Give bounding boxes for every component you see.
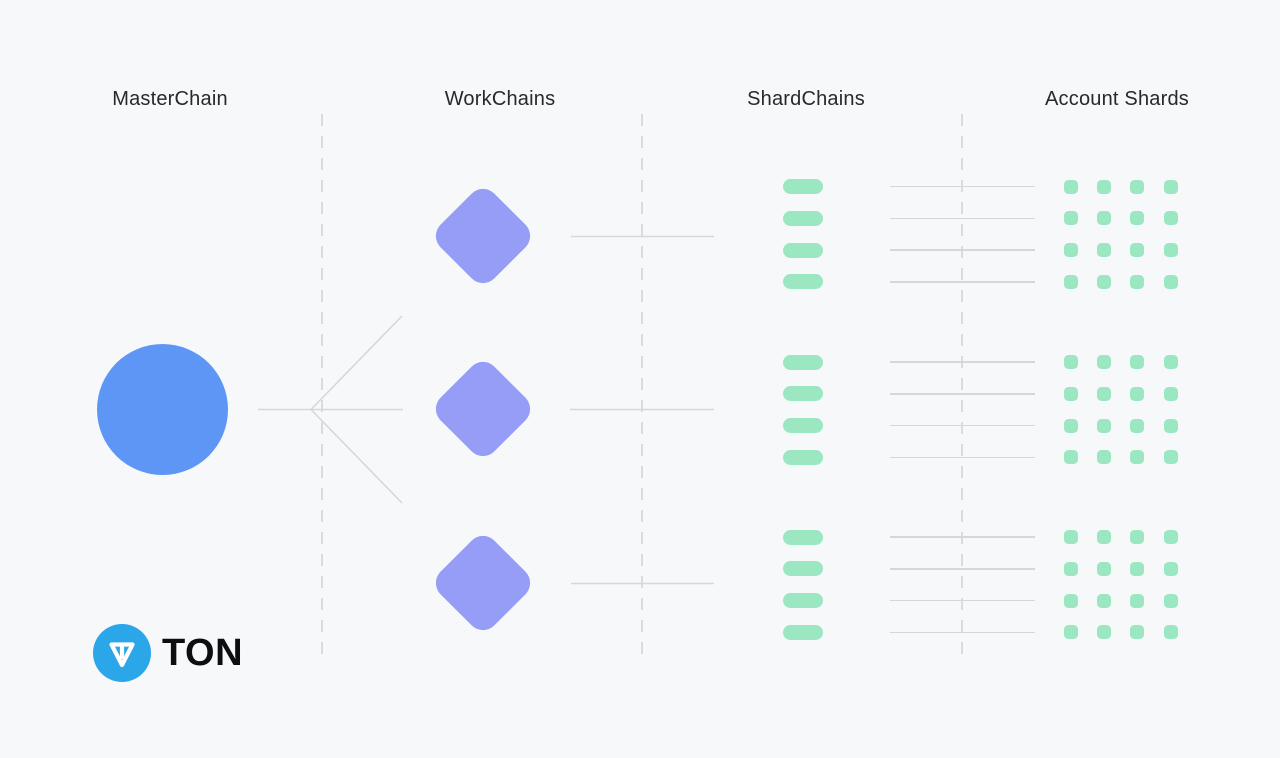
column-title-account-shards: Account Shards	[1045, 88, 1189, 110]
account-shard-cell	[1064, 418, 1078, 433]
masterchain-fork-lines	[258, 315, 403, 504]
account-shard-cell	[1064, 561, 1078, 576]
account-shard-cell	[1064, 211, 1078, 226]
account-shard-cell	[1064, 530, 1078, 544]
column-title-shardchains: ShardChains	[747, 88, 865, 110]
account-shard-cell	[1097, 386, 1112, 401]
account-shard-cell	[1163, 561, 1178, 576]
account-shard-cell	[1163, 274, 1178, 289]
column-title-masterchain: MasterChain	[112, 88, 228, 110]
account-shard-cell	[1130, 561, 1145, 576]
account-shard-cell	[1064, 179, 1078, 194]
shardchain-pill	[783, 593, 823, 609]
account-shard-cell	[1097, 561, 1112, 576]
account-shard-cell	[1163, 243, 1178, 258]
account-shard-cell	[1097, 530, 1112, 544]
account-shard-cell	[1064, 450, 1078, 465]
column-title-workchains: WorkChains	[444, 88, 556, 110]
account-shard-cell	[1130, 211, 1145, 226]
account-shard-cell	[1163, 386, 1178, 401]
account-shard-cell	[1130, 530, 1145, 544]
account-shard-cell	[1163, 355, 1178, 369]
shard-connector-line	[890, 249, 1035, 251]
column-separator-dashed-line	[960, 114, 963, 660]
column-separator-dashed-line	[640, 114, 643, 660]
account-shard-cell	[1064, 625, 1078, 640]
account-shard-cell	[1064, 243, 1078, 258]
account-shard-cell	[1064, 386, 1078, 401]
account-shard-cell	[1130, 274, 1145, 289]
account-shard-cell	[1097, 593, 1112, 608]
account-shard-cell	[1064, 274, 1078, 289]
shardchain-pill	[783, 210, 823, 226]
account-shard-cell	[1163, 179, 1178, 194]
ton-wordmark: TON	[162, 632, 244, 674]
account-shard-cell	[1130, 450, 1145, 465]
shard-connector-line	[890, 424, 1035, 427]
account-shard-cell	[1064, 593, 1078, 608]
column-separator-dashed-line	[320, 114, 323, 660]
shardchain-pill	[783, 624, 823, 640]
account-shard-cell	[1163, 418, 1178, 433]
shard-connector-line	[890, 568, 1035, 570]
account-shard-cell	[1097, 179, 1112, 194]
shardchain-pill	[783, 561, 823, 577]
shardchain-pill	[783, 242, 823, 258]
shard-connector-line	[890, 456, 1035, 459]
ton-diamond-icon	[93, 624, 151, 682]
shard-connector-line	[890, 217, 1035, 220]
ton-logo: TON	[93, 624, 243, 682]
shardchain-pill	[783, 354, 823, 370]
account-shard-cell	[1163, 593, 1178, 608]
account-shard-cell	[1097, 450, 1112, 465]
shard-connector-line	[890, 281, 1035, 283]
shard-connector-line	[890, 599, 1035, 602]
shard-connector-line	[890, 185, 1035, 188]
shardchain-pill	[783, 179, 823, 194]
shard-connector-line	[890, 361, 1035, 363]
account-shard-cell	[1097, 418, 1112, 433]
account-shard-cell	[1163, 530, 1178, 544]
shard-connector-line	[890, 631, 1035, 634]
account-shard-cell	[1130, 179, 1145, 194]
account-shard-cell	[1130, 355, 1145, 369]
shardchain-pill	[783, 529, 823, 545]
shardchain-pill	[783, 449, 823, 465]
account-shard-cell	[1130, 243, 1145, 258]
account-shard-cell	[1130, 386, 1145, 401]
account-shard-cell	[1130, 418, 1145, 433]
account-shard-cell	[1163, 625, 1178, 640]
shard-connector-line	[890, 393, 1035, 395]
shardchain-pill	[783, 274, 823, 290]
account-shard-cell	[1130, 625, 1145, 640]
account-shard-cell	[1130, 593, 1145, 608]
shardchain-pill	[783, 386, 823, 402]
account-shard-cell	[1097, 625, 1112, 640]
account-shard-cell	[1163, 211, 1178, 226]
workchain-connector-lines	[570, 235, 714, 585]
account-shard-cell	[1097, 243, 1112, 258]
account-shard-cell	[1163, 450, 1178, 465]
account-shard-cell	[1097, 355, 1112, 369]
account-shard-cell	[1097, 211, 1112, 226]
account-shard-cell	[1064, 355, 1078, 369]
shardchain-pill	[783, 418, 823, 434]
masterchain-node	[97, 344, 228, 475]
shard-connector-line	[890, 536, 1035, 538]
account-shard-cell	[1097, 274, 1112, 289]
